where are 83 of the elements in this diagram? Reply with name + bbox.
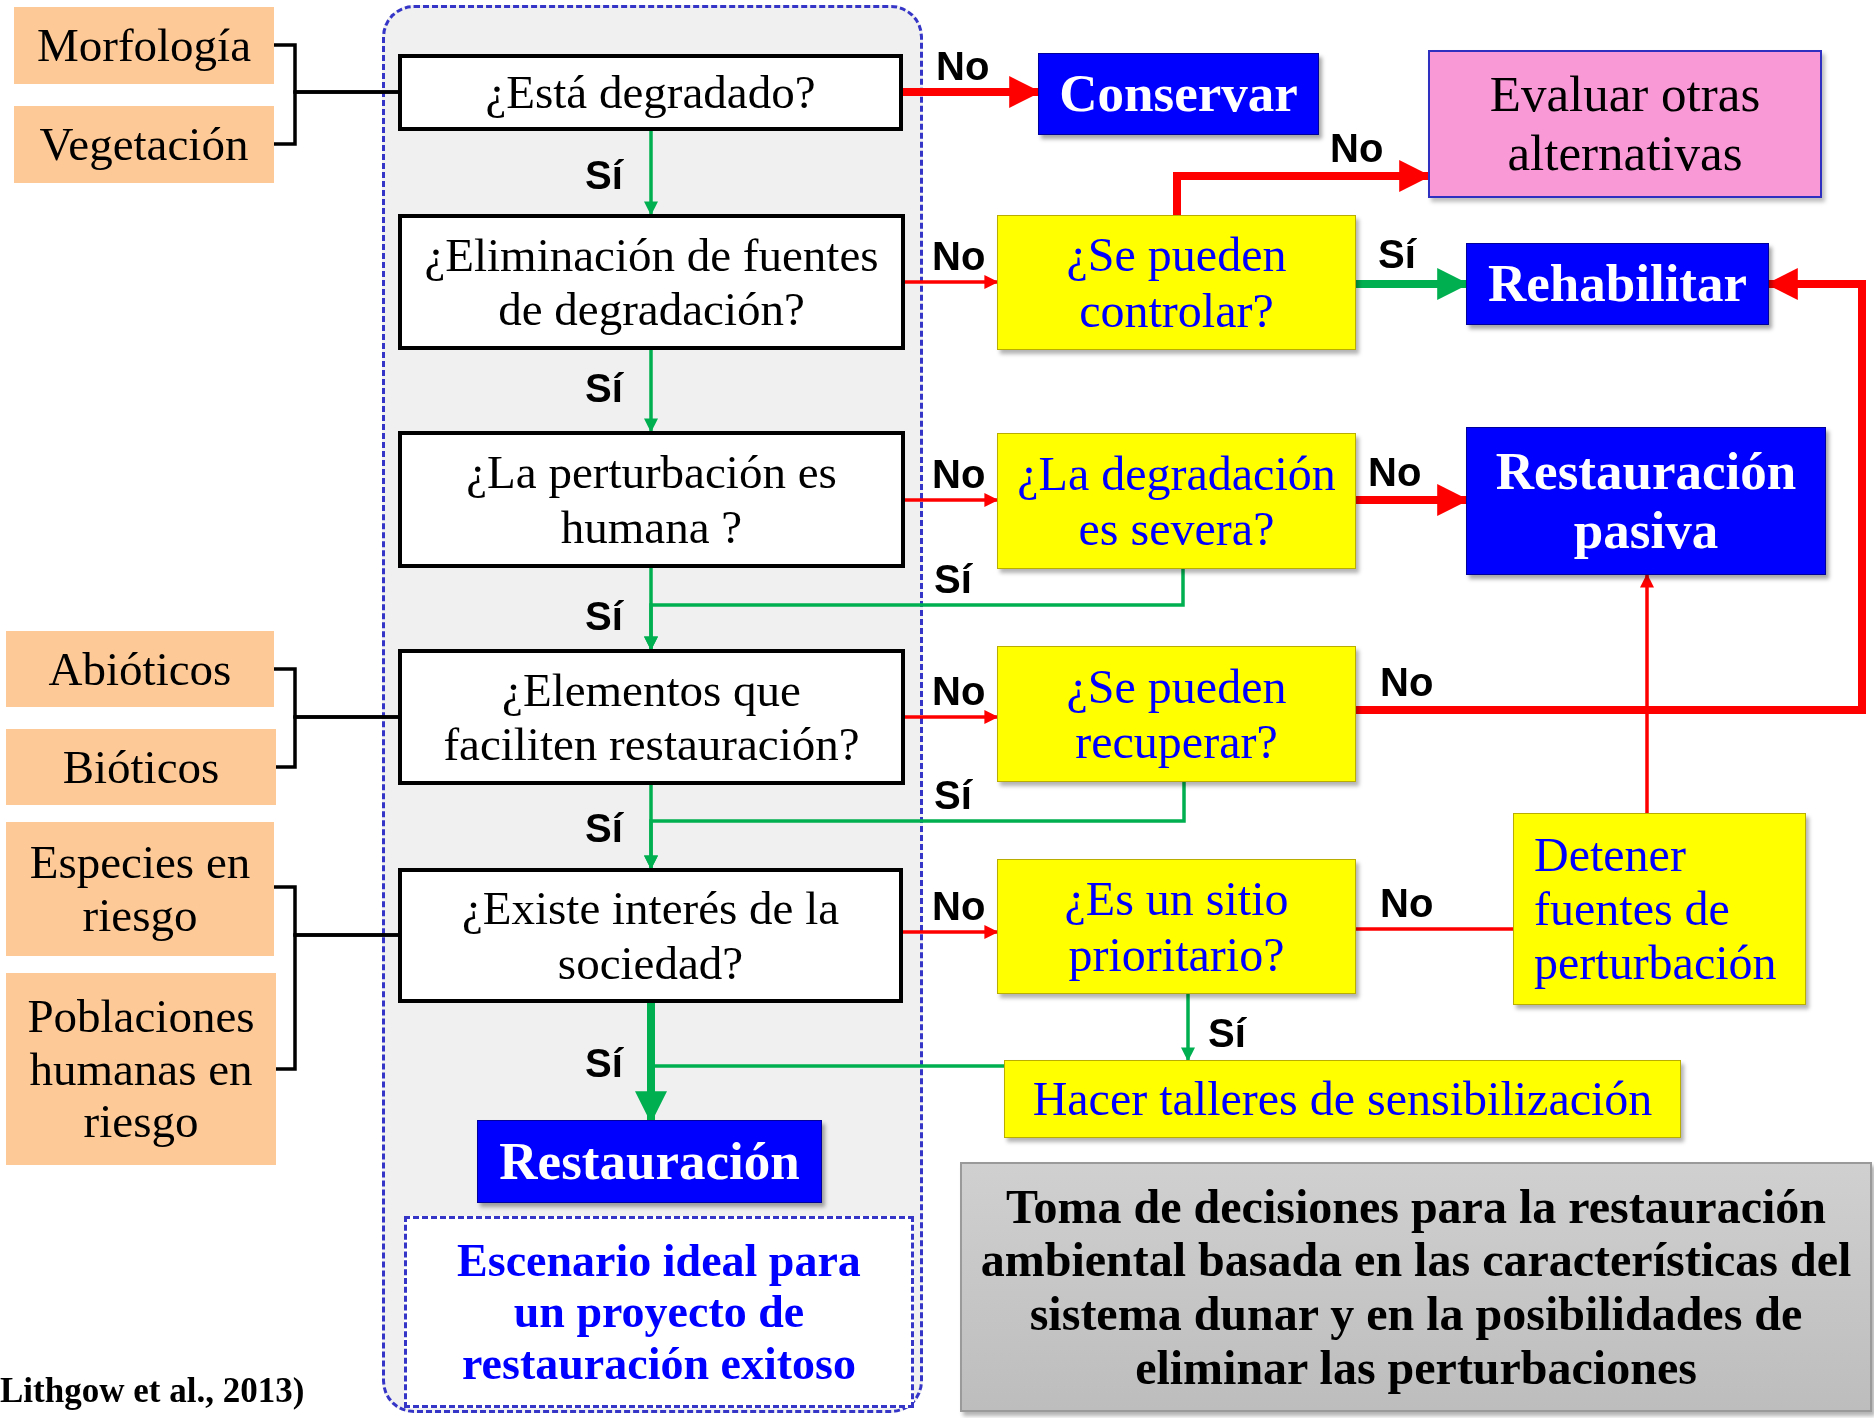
edge-label: Sí <box>934 775 972 815</box>
box-text: Escenario ideal para un proyecto de restauración exitoso <box>456 1234 862 1390</box>
factor-box <box>6 631 274 707</box>
box-text: Conservar <box>1059 64 1298 124</box>
arrow <box>644 350 658 433</box>
box-text: Evaluar otras alternativas <box>1488 65 1762 183</box>
box-text: ¿Está degradado? <box>485 65 816 120</box>
box-text: Vegetación <box>39 118 249 171</box>
box-text: ¿La perturbación es humana ? <box>465 445 838 554</box>
dashed-note-box <box>404 1216 914 1408</box>
outcome-box <box>1038 53 1319 135</box>
box-text: Rehabilitar <box>1487 254 1748 314</box>
caption-box <box>960 1162 1872 1412</box>
question-box <box>398 431 905 568</box>
box-text: Especies en riesgo <box>28 836 252 942</box>
arrow <box>644 568 658 651</box>
arrow <box>905 275 999 289</box>
box-text: ¿Se pueden recuperar? <box>1065 658 1288 770</box>
dashed-group-frame <box>382 5 923 1413</box>
connector-line <box>276 715 398 769</box>
box-text: ¿Existe interés de la sociedad? <box>460 881 841 990</box>
edge-label: Sí <box>585 596 623 636</box>
edge-label: No <box>932 454 986 494</box>
arrow <box>1181 994 1195 1062</box>
box-text: Hacer talleres de sensibilización <box>1032 1071 1653 1127</box>
box-text: ¿La degradación es severa? <box>1016 445 1337 557</box>
question-box <box>398 868 903 1003</box>
outcome-box <box>1466 243 1769 325</box>
decision-box <box>997 646 1356 782</box>
edge-label: Sí <box>585 808 623 848</box>
arrow <box>905 710 999 724</box>
decision-box <box>997 433 1356 569</box>
box-text: Poblaciones humanas en riesgo <box>26 990 256 1148</box>
outcome-box <box>477 1120 822 1203</box>
box-text: ¿Se pueden controlar? <box>1065 227 1288 338</box>
edge-label: Sí <box>585 368 623 408</box>
outcome-box <box>1466 427 1826 575</box>
action-box <box>1513 813 1806 1005</box>
edge-label: Sí <box>585 155 623 195</box>
arrow <box>905 493 999 507</box>
box-text: Bióticos <box>62 740 220 794</box>
edge-label: Sí <box>934 559 972 599</box>
outcome-box <box>1428 50 1822 198</box>
edge-label: No <box>936 46 990 86</box>
edge-label: No <box>932 236 986 276</box>
connector-line <box>1356 927 1513 931</box>
box-text: ¿Elementos que faciliten restauración? <box>442 662 861 772</box>
question-box <box>398 649 905 785</box>
arrow <box>1356 268 1866 714</box>
factor-box <box>14 7 274 84</box>
question-box <box>398 54 903 131</box>
question-box <box>398 214 905 350</box>
box-text: Morfología <box>36 19 252 72</box>
edge-label: No <box>1368 452 1422 492</box>
decision-box <box>997 859 1356 994</box>
arrow <box>903 925 999 939</box>
edge-label: No <box>932 886 986 926</box>
edge-label: No <box>1330 128 1384 168</box>
factor-box <box>6 973 276 1165</box>
box-text: ¿Es un sitio prioritario? <box>1063 871 1290 982</box>
edge-label: Sí <box>1378 234 1416 274</box>
edge-label: No <box>1380 662 1434 702</box>
connector-line <box>276 933 398 1071</box>
citation-text: Lithgow et al., 2013) <box>0 1372 305 1411</box>
edge-label: No <box>1380 883 1434 923</box>
edge-label: Sí <box>585 1043 623 1083</box>
box-text: Detener fuentes de perturbación <box>1534 828 1778 990</box>
box-text: Abióticos <box>48 642 232 696</box>
connector-line <box>274 90 398 146</box>
factor-box <box>6 729 276 805</box>
factor-box <box>14 106 274 183</box>
arrow <box>1640 573 1654 813</box>
arrow <box>644 131 658 216</box>
arrow <box>644 782 1186 870</box>
edge-label: Sí <box>1208 1013 1246 1053</box>
edge-label: No <box>932 671 986 711</box>
action-box <box>1004 1060 1681 1138</box>
box-text: Restauración pasiva <box>1494 441 1798 561</box>
box-text: Restauración <box>499 1131 800 1192</box>
factor-box <box>6 822 274 956</box>
box-text: Toma de decisiones para la restauración ambiental basada en las características del sistema dunar y en la posibilidades de eliminar las perturbaciones <box>979 1179 1853 1395</box>
decision-box <box>997 215 1356 350</box>
box-text: ¿Eliminación de fuentes de degradación? <box>423 227 880 337</box>
